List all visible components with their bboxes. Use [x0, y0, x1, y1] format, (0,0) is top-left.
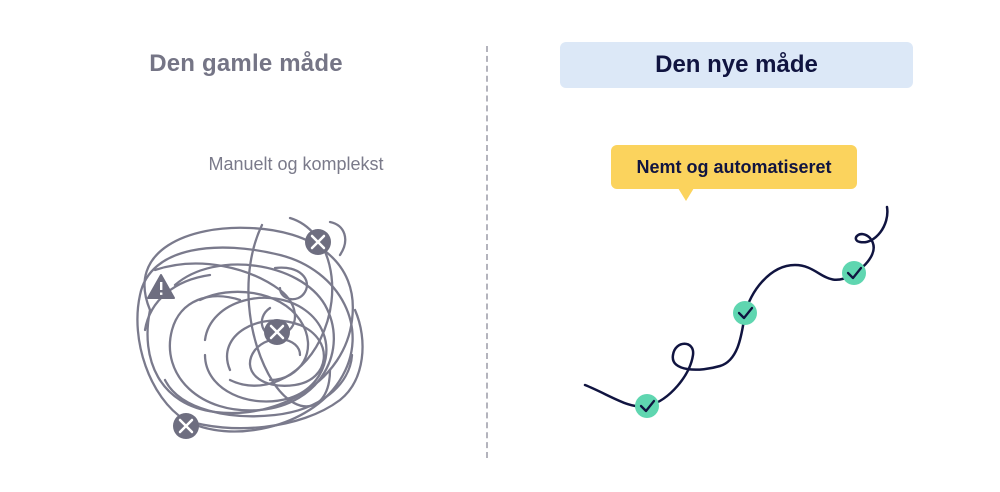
- new-way-title: Den nye måde: [655, 51, 818, 78]
- error-icon-bottom: [173, 413, 199, 439]
- speech-bubble: Nemt og automatiseret: [611, 145, 857, 189]
- dashed-divider: [486, 46, 488, 458]
- error-icon-top: [305, 229, 331, 255]
- tangled-scribble: [136, 216, 364, 433]
- speech-bubble-text: Nemt og automatiseret: [636, 156, 832, 177]
- error-icon-middle: [264, 319, 290, 345]
- check-icon-1: [635, 394, 659, 418]
- old-way-subtitle: Manuelt og komplekst: [208, 154, 384, 174]
- old-way-title: Den gamle måde: [149, 50, 343, 77]
- speech-bubble-tail: [678, 188, 694, 201]
- check-icon-2: [733, 301, 757, 325]
- check-icon-3: [842, 261, 866, 285]
- warning-icon: [147, 274, 175, 299]
- new-way-header: Den nye måde: [560, 42, 913, 88]
